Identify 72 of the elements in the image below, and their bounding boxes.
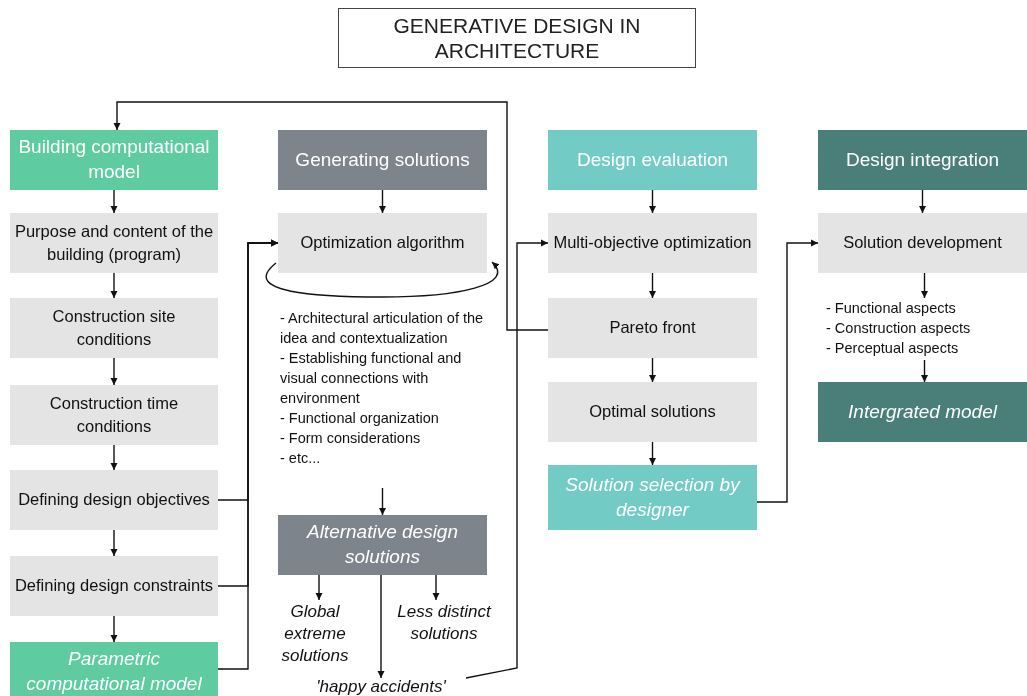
arrow xyxy=(649,272,656,299)
arrow xyxy=(432,574,440,601)
bullet-item: - Establishing functional and visual connections with environment xyxy=(280,349,463,408)
cycle-arrow xyxy=(265,261,500,298)
box-label: Construction time conditions xyxy=(48,392,180,437)
arrow xyxy=(113,101,549,331)
process-box xyxy=(10,298,218,358)
process-box xyxy=(10,213,218,273)
arrow xyxy=(919,189,926,214)
box-label: Generating solutions xyxy=(295,147,470,172)
title-box xyxy=(338,8,696,68)
header-box xyxy=(548,130,757,190)
arrow xyxy=(110,357,118,386)
arrow xyxy=(649,441,656,466)
header-box xyxy=(10,130,218,190)
box-label: Intergrated model xyxy=(848,399,997,424)
bullet-item: - Functional organization xyxy=(280,409,439,428)
process-box xyxy=(548,298,757,358)
arrow xyxy=(110,444,118,471)
bullet-item: - Form considerations xyxy=(280,429,421,448)
box-label: Building computational model xyxy=(17,135,211,184)
box-label: Defining design objectives xyxy=(18,489,210,511)
box-label: Parametric computational model xyxy=(25,647,203,696)
text-label: Less distinct solutions xyxy=(396,600,493,645)
box-label: Design integration xyxy=(845,147,1000,172)
bullet-item: - Architectural articulation of the idea and contextualization xyxy=(280,309,485,348)
arrow xyxy=(921,272,928,299)
box-label: Solution selection by designer xyxy=(564,472,742,522)
arrow xyxy=(110,529,118,557)
process-box xyxy=(10,470,218,530)
process-box xyxy=(548,382,757,442)
box-label: Alternative design solutions xyxy=(305,520,459,569)
arrow xyxy=(110,615,118,643)
box-label: Solution development xyxy=(843,232,1002,254)
arrow xyxy=(110,189,118,214)
header-box xyxy=(10,642,218,696)
process-box xyxy=(548,213,757,273)
bullet-item: - Perceptual aspects xyxy=(826,339,959,358)
header-box xyxy=(278,515,487,575)
text-label: 'happy accidents' xyxy=(316,675,446,696)
box-label: Optimal solutions xyxy=(589,401,716,423)
arrow xyxy=(465,239,549,679)
bullet-item: - Functional aspects xyxy=(826,299,956,318)
box-label: Pareto front xyxy=(609,317,696,339)
process-box xyxy=(278,213,487,273)
arrow xyxy=(379,189,386,214)
arrow xyxy=(921,359,928,383)
arrow xyxy=(377,574,385,679)
header-box xyxy=(818,130,1027,190)
box-label: Purpose and content of the building (program) xyxy=(14,220,214,265)
box-label: Construction site conditions xyxy=(51,305,177,350)
arrow xyxy=(217,239,279,670)
box-label: Optimization algorithm xyxy=(300,232,465,254)
arrow xyxy=(315,574,323,601)
header-box xyxy=(548,465,757,530)
arrow xyxy=(756,239,819,503)
box-label: Defining design constraints xyxy=(14,575,214,597)
box-label: Design evaluation xyxy=(576,147,728,172)
arrow xyxy=(649,189,656,214)
process-box xyxy=(10,385,218,445)
bullet-item: - etc... xyxy=(280,449,321,468)
process-box xyxy=(818,213,1027,273)
text-label: Global extreme solutions xyxy=(280,600,350,668)
arrow xyxy=(649,357,656,383)
box-label: Multi-objective optimization xyxy=(553,232,752,254)
bullet-item: - Construction aspects xyxy=(826,319,971,338)
header-box xyxy=(818,382,1027,442)
arrow xyxy=(379,487,386,516)
process-box xyxy=(10,556,218,616)
header-box xyxy=(278,130,487,190)
box-label: GENERATIVE DESIGN IN ARCHITECTURE xyxy=(392,12,642,64)
arrow xyxy=(110,272,118,299)
